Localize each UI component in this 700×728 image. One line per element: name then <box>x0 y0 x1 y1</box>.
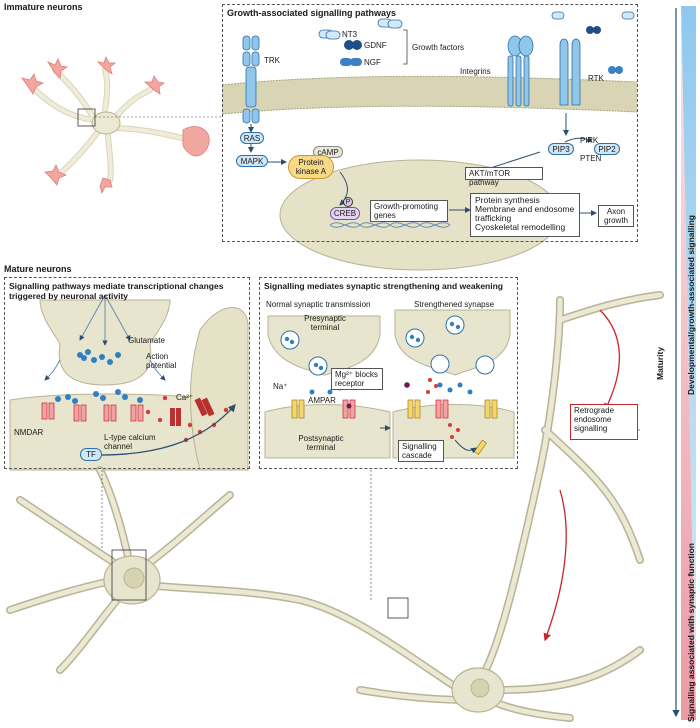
signalling-cascade-box: Signalling cascade <box>398 440 444 462</box>
side-label-maturity: Maturity <box>655 346 665 380</box>
phospho-p-chip: P <box>343 197 353 207</box>
side-gradient-bars <box>672 6 696 720</box>
synaptic-art <box>264 309 515 459</box>
pten-label: PTEN <box>580 154 602 163</box>
mature-neuron-network <box>6 291 664 722</box>
pip2-chip: PIP2 <box>594 143 620 155</box>
immature-neuron <box>21 55 222 195</box>
immature-neurons-title: Immature neurons <box>4 2 83 12</box>
outcome-protein-synthesis: Protein synthesis <box>475 195 540 205</box>
growth-factor-pills <box>318 11 635 74</box>
growth-panel <box>222 4 638 242</box>
ngf-label: NGF <box>364 58 381 67</box>
tf-chip: TF <box>80 448 102 461</box>
creb-chip: CREB <box>330 207 360 220</box>
rtk-label: RTK <box>588 74 604 83</box>
transcription-art <box>9 294 249 471</box>
glutamate-label: Glutamate <box>128 336 165 345</box>
outcome-cytoskeletal: Cyoskeletal remodelling <box>475 222 566 232</box>
pipk-label: PIPK <box>580 136 599 145</box>
akt-mtor-box: AKT/mTOR pathway <box>465 167 543 187</box>
retrograde-signalling-box: Retrograde endosome signalling <box>570 404 638 440</box>
growth-factors-label: Growth factors <box>412 43 465 52</box>
ras-chip: RAS <box>240 132 264 144</box>
growth-promoting-genes-box: Growth-promoting genes <box>370 200 448 222</box>
mapk-chip: MAPK <box>236 155 268 167</box>
rtk-receptor <box>559 38 581 106</box>
calcium-label: Ca²⁺ <box>176 393 194 402</box>
growth-panel-title: Growth-associated signalling pathways <box>227 8 397 18</box>
outcome-trafficking: Membrane and endosome trafficking <box>475 204 575 223</box>
axon-growth-box: Axon growth <box>598 205 634 227</box>
nt3-label: NT3 <box>342 30 358 39</box>
mature-neurons-title: Mature neurons <box>4 264 72 274</box>
trk-receptor <box>242 35 260 124</box>
presynaptic-terminal-label: Presynaptic terminal <box>304 314 346 332</box>
integrins-label: Integrins <box>460 67 491 76</box>
pip3-chip: PIP3 <box>548 143 574 155</box>
normal-transmission-label: Normal synaptic transmission <box>266 300 371 309</box>
protein-kinase-a-chip: Protein kinase A <box>288 155 334 179</box>
mg-block-box: Mg²⁺ blocks receptor <box>331 368 383 390</box>
nmdar-label: NMDAR <box>14 428 44 437</box>
transcription-panel <box>4 277 250 469</box>
dna-helix <box>329 222 451 228</box>
strengthened-synapse-label: Strengthened synapse <box>414 300 495 309</box>
synaptic-panel <box>259 277 518 469</box>
sodium-label: Na⁺ <box>273 382 288 391</box>
action-potential-label: Action potential <box>146 352 177 370</box>
ampar-label: AMPAR <box>308 396 336 405</box>
l-type-channel-label: L-type calcium channel <box>104 433 156 451</box>
transcription-panel-title: Signalling pathways mediate transcriptio… <box>9 281 224 301</box>
side-label-developmental: Developmental/growth-associated signalli… <box>686 215 696 395</box>
outcomes-box: Protein synthesis Membrane and endosome … <box>470 193 580 237</box>
postsynaptic-terminal-label: Postsynaptic terminal <box>298 434 344 452</box>
synaptic-panel-title: Signalling mediates synaptic strengtheni… <box>264 281 503 291</box>
side-label-synaptic: Signalling associated with synaptic func… <box>686 543 696 722</box>
integrin-receptor <box>507 35 534 107</box>
trk-label: TRK <box>264 56 280 65</box>
gdnf-label: GDNF <box>364 41 387 50</box>
